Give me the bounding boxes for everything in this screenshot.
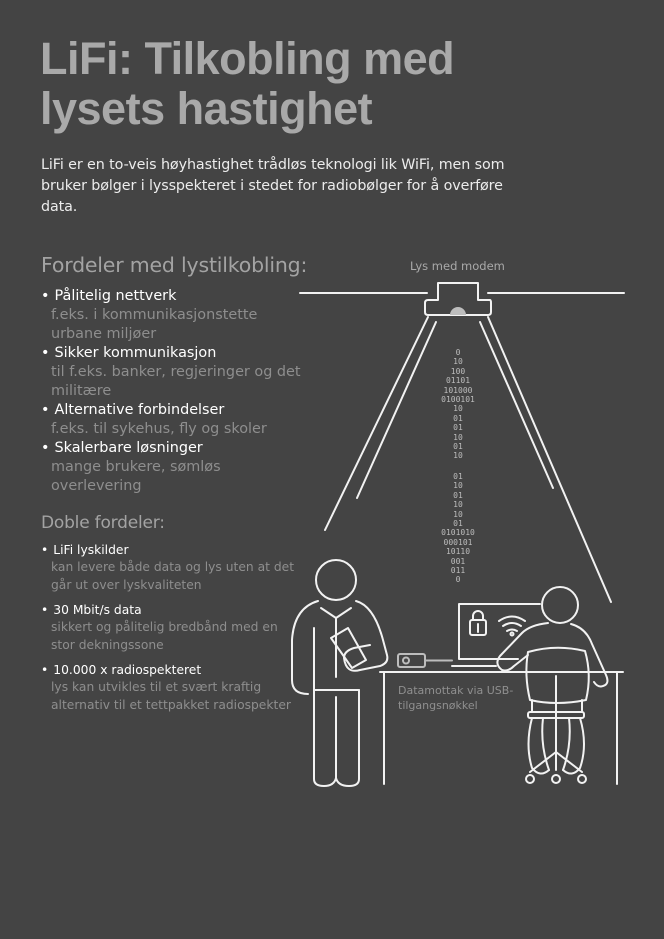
double-benefit-item: 10.000 x radiospekteret lys kan utvikles … (41, 662, 301, 714)
benefit-title: Sikker kommunikasjon (41, 344, 301, 363)
double-benefits-list: LiFi lyskilder kan levere både data og ly… (41, 542, 301, 722)
benefit-desc: f.eks. i kommunikasjonstette urbane milj… (51, 307, 258, 342)
light-beam-line (324, 316, 429, 531)
double-benefit-item: 30 Mbit/s data sikkert og pålitelig bredb… (41, 602, 301, 654)
light-beam-line (487, 316, 612, 603)
lamp-label: Lys med modem (410, 259, 505, 273)
intro-paragraph: LiFi er en to-veis høyhastighet trådløs … (41, 157, 505, 215)
lock-icon (469, 610, 487, 636)
light-beam-line (356, 321, 437, 499)
benefit-title: Skalerbare løsninger (41, 439, 301, 458)
benefit-title: Alternative forbindelser (41, 401, 301, 420)
double-benefit-item: LiFi lyskilder kan levere både data og ly… (41, 542, 301, 594)
double-benefit-title: 30 Mbit/s data (41, 602, 301, 618)
usb-label-line-1: Datamottak via USB- (398, 684, 514, 697)
laptop-screen (451, 603, 541, 667)
standing-person-icon (291, 559, 389, 787)
desk (379, 671, 624, 785)
light-beam-line (479, 321, 554, 489)
downlink-bits-arrow: 01 10 01 10 10 01 0101010 000101 10110 0… (441, 472, 475, 585)
double-benefit-desc: sikkert og pålitelig bredbånd med en sto… (51, 620, 278, 652)
double-benefits-heading: Doble fordeler: (41, 513, 165, 533)
double-benefit-desc: lys kan utvikles til et svært kraftig al… (51, 680, 291, 712)
benefit-desc: f.eks. til sykehus, fly og skoler (51, 421, 267, 437)
usb-label: Datamottak via USB- tilgangsnøkkel (398, 683, 513, 713)
seated-person-icon (496, 586, 609, 784)
wifi-icon (498, 615, 526, 637)
uplink-bits-arrow: 0 10 100 01101 101000 0100101 10 01 01 1… (441, 348, 475, 461)
double-benefit-desc: kan levere både data og lys uten at det … (51, 560, 295, 592)
double-benefit-title: LiFi lyskilder (41, 542, 301, 558)
double-benefit-title: 10.000 x radiospekteret (41, 662, 301, 678)
benefit-title: Pålitelig nettverk (41, 287, 301, 306)
usb-dongle-icon (397, 653, 453, 668)
title-line-2: lysets hastighet (40, 83, 373, 134)
title-line-1: LiFi: Tilkobling med (40, 33, 455, 84)
ceiling-lamp-icon (424, 282, 492, 316)
usb-label-line-2: tilgangsnøkkel (398, 699, 478, 712)
page-title: LiFi: Tilkobling med lysets hastighet (40, 33, 455, 134)
benefit-desc: til f.eks. banker, regjeringer og det mi… (51, 364, 301, 399)
benefits-heading: Fordeler med lystilkobling: (41, 253, 308, 277)
benefit-desc: mange brukere, sømløs overlevering (51, 459, 221, 494)
